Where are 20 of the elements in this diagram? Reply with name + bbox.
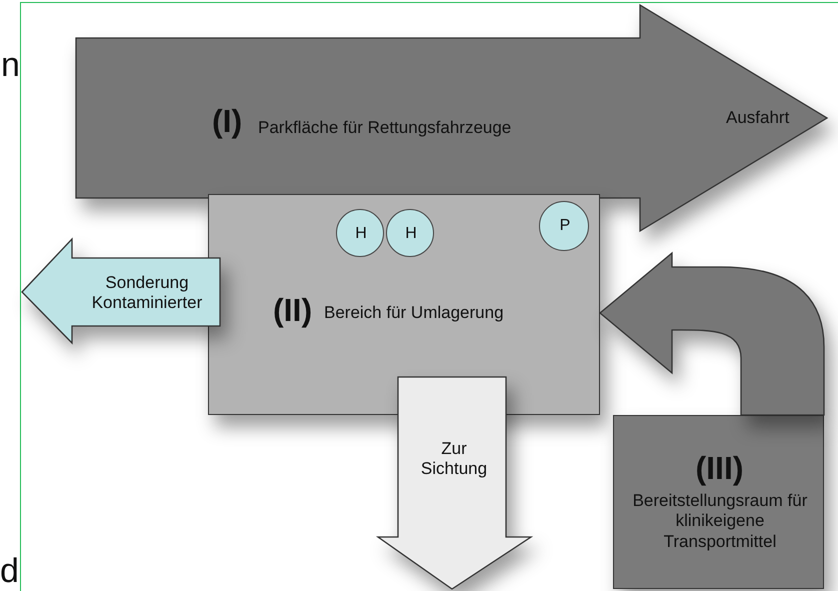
cut-off-letter: n [1,48,20,82]
zone-label: Parkfläche für Rettungsfahrzeuge [258,118,512,138]
police-circle [539,201,589,251]
zone-number: (III) [694,452,744,484]
curved-block-arrow [599,252,825,416]
staging-area-box [613,415,824,589]
cut-off-letter: d [0,554,19,588]
zone-number: (II) [273,294,314,326]
arrow-label: Zur Sichtung [420,439,488,480]
zone-label: Bereitstellungsraum für klinikeigene Transportmittel [632,491,808,552]
circle-label: H [404,224,418,244]
circle-label: P [558,216,572,236]
zone-label: Bereich für Umlagerung [324,303,505,324]
exit-label: Ausfahrt [726,108,790,128]
transfer-area-box [208,194,600,415]
zone-number: (I) [212,105,244,137]
arrow-label: Sonderung Kontaminierter [90,273,204,314]
circle-label: H [354,224,368,244]
helper-circle [336,209,384,257]
helper-circle [386,209,434,257]
